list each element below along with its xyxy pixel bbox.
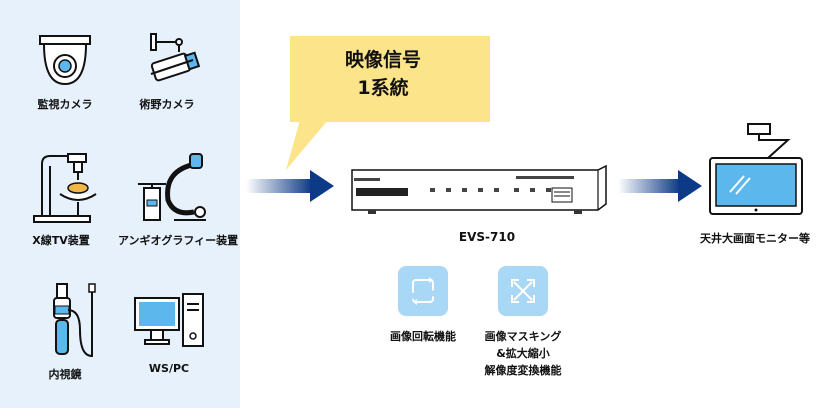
angiography-icon <box>138 153 206 221</box>
source-workstation: WS/PC <box>114 292 224 375</box>
ceiling-monitor-icon <box>709 123 803 215</box>
output-arrow <box>618 170 702 202</box>
box-camera-icon <box>150 33 201 82</box>
source-label: X線TV装置 <box>32 234 90 247</box>
feature-label-line-2: &拡大縮小 <box>496 347 550 360</box>
feature-label: 画像マスキング &拡大縮小 解像度変換機能 <box>448 328 598 379</box>
signal-callout-text: 映像信号 1系統 <box>288 46 478 102</box>
rotate-icon <box>398 266 448 316</box>
source-endoscope: 内視鏡 <box>10 280 120 382</box>
source-label: 監視カメラ <box>37 98 93 111</box>
xray-machine-icon <box>33 153 97 223</box>
feature-rotation: 画像回転機能 <box>348 266 498 345</box>
source-label: 内視鏡 <box>48 368 82 381</box>
bubble-line-1: 映像信号 <box>344 49 421 71</box>
expand-arrows-icon <box>498 266 548 316</box>
feature-masking-scaling: 画像マスキング &拡大縮小 解像度変換機能 <box>448 266 598 379</box>
source-xray: X線TV装置 <box>6 150 116 248</box>
signal-callout-bubble <box>286 36 490 170</box>
feature-label: 画像回転機能 <box>390 330 456 343</box>
source-label: WS/PC <box>148 362 190 375</box>
source-label: 術野カメラ <box>139 98 195 111</box>
source-box-camera: 術野カメラ <box>112 28 222 112</box>
dome-camera-icon <box>39 35 91 86</box>
feature-label-line-1: 画像マスキング <box>484 330 562 343</box>
source-label: アンギオグラフィー装置 <box>118 234 239 247</box>
feature-label-line-3: 解像度変換機能 <box>484 364 562 377</box>
input-arrow <box>246 170 334 202</box>
bubble-line-2: 1系統 <box>357 77 409 99</box>
evs-710-device <box>351 164 607 214</box>
device-name: EVS-710 <box>458 230 516 244</box>
monitor-label: 天井大画面モニター等 <box>700 232 810 245</box>
source-dome-camera: 監視カメラ <box>10 28 120 112</box>
source-angiography: アンギオグラフィー装置 <box>118 150 239 248</box>
workstation-icon <box>134 293 204 347</box>
endoscope-icon <box>53 283 96 358</box>
